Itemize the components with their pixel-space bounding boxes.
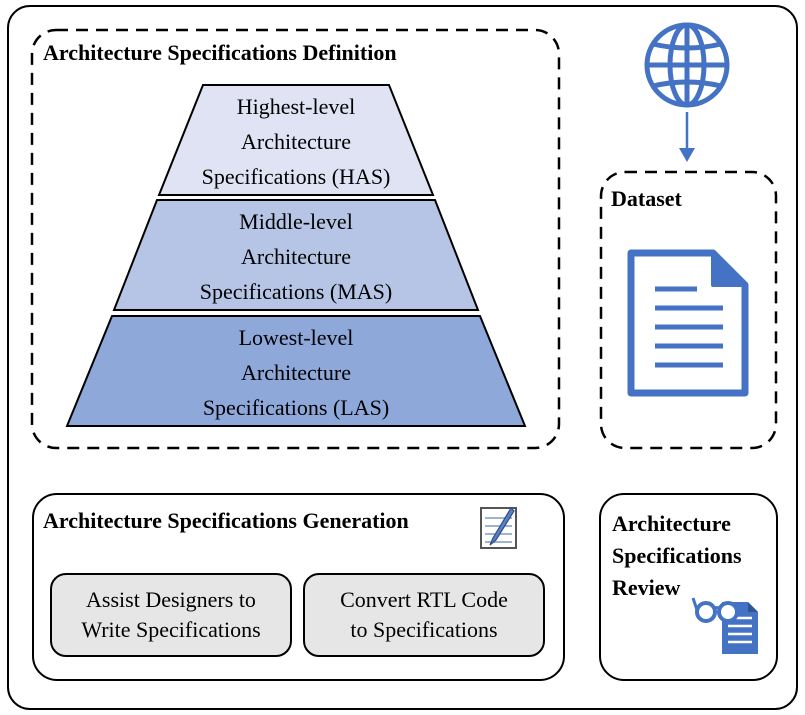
tier-lowest-line-1: Lowest-level bbox=[238, 325, 354, 350]
tier-highest-line-3: Specifications (HAS) bbox=[201, 164, 391, 189]
dataset-box bbox=[599, 170, 778, 450]
definition-box bbox=[30, 28, 561, 450]
tier-lowest-line-3: Specifications (LAS) bbox=[202, 395, 390, 420]
tier-lowest-shape bbox=[65, 315, 527, 427]
generation-title: Architecture Specifications Generation bbox=[43, 508, 409, 533]
tier-highest-shape bbox=[157, 84, 435, 196]
generation-box bbox=[32, 493, 565, 681]
review-title-line-1: Architecture bbox=[612, 511, 731, 536]
glasses-document-icon bbox=[691, 597, 758, 654]
tier-middle-line-2: Architecture bbox=[241, 244, 351, 269]
review-title-line-2: Specifications bbox=[612, 543, 742, 568]
outer-frame bbox=[7, 5, 798, 710]
definition-title: Architecture Specifications Definition bbox=[43, 40, 397, 65]
review-box bbox=[599, 493, 778, 681]
tier-lowest-label: Lowest-level Architecture Specifications… bbox=[67, 320, 525, 425]
tier-highest-line-1: Highest-level bbox=[236, 94, 356, 119]
assist-designers-label: Assist Designers to Write Specifications bbox=[81, 587, 261, 642]
dataset-title: Dataset bbox=[611, 186, 682, 211]
review-title-line-3: Review bbox=[612, 575, 681, 600]
arrow-down-icon bbox=[679, 112, 695, 162]
pen-notepad-icon bbox=[480, 507, 517, 549]
convert-rtl-label: Convert RTL Code to Specifications bbox=[340, 587, 508, 642]
tier-middle-line-3: Specifications (MAS) bbox=[199, 279, 393, 304]
assist-designers-box: Assist Designers to Write Specifications bbox=[50, 573, 292, 657]
tier-highest-label: Highest-level Architecture Specification… bbox=[159, 89, 433, 194]
tier-middle-shape bbox=[112, 199, 480, 311]
review-title: Architecture Specifications Review bbox=[612, 508, 742, 604]
convert-rtl-box: Convert RTL Code to Specifications bbox=[303, 573, 545, 657]
globe-icon bbox=[644, 22, 730, 108]
tier-middle-line-1: Middle-level bbox=[239, 209, 353, 234]
tier-lowest-line-2: Architecture bbox=[241, 360, 351, 385]
tier-highest-line-2: Architecture bbox=[241, 129, 351, 154]
document-icon bbox=[627, 249, 749, 397]
tier-middle-label: Middle-level Architecture Specifications… bbox=[114, 204, 478, 309]
